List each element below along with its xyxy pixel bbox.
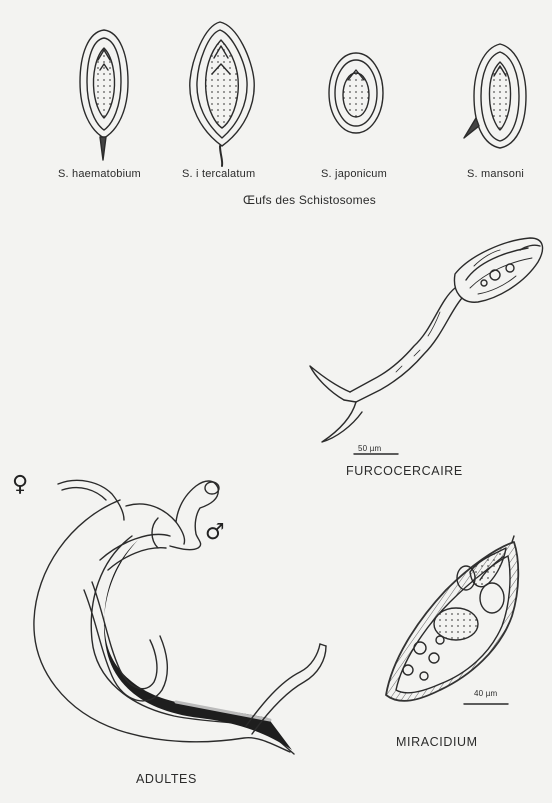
label-mansoni: S. mansoni: [467, 168, 524, 180]
label-intercalatum: S. i tercalatum: [182, 168, 255, 180]
label-haematobium: S. haematobium: [58, 168, 141, 180]
furcocercaire-label: FURCOCERCAIRE: [346, 464, 463, 478]
eggs-caption: Œufs des Schistosomes: [243, 193, 376, 207]
egg-mansoni: [464, 44, 526, 148]
egg-intercalatum: [190, 22, 254, 166]
miracidium-scale-label: 40 µm: [474, 689, 497, 698]
furcocercaire-drawing: [310, 238, 543, 442]
furcocercaire-scale-label: 50 µm: [358, 444, 381, 453]
egg-japonicum: [329, 53, 383, 133]
female-symbol: ♀: [12, 472, 28, 497]
male-symbol: ♂: [205, 520, 225, 545]
adultes-drawing: [34, 480, 326, 754]
adultes-label: ADULTES: [136, 772, 197, 786]
label-japonicum: S. japonicum: [321, 168, 387, 180]
miracidium-drawing: [386, 536, 518, 701]
miracidium-label: MIRACIDIUM: [396, 735, 478, 749]
egg-haematobium: [80, 30, 128, 160]
